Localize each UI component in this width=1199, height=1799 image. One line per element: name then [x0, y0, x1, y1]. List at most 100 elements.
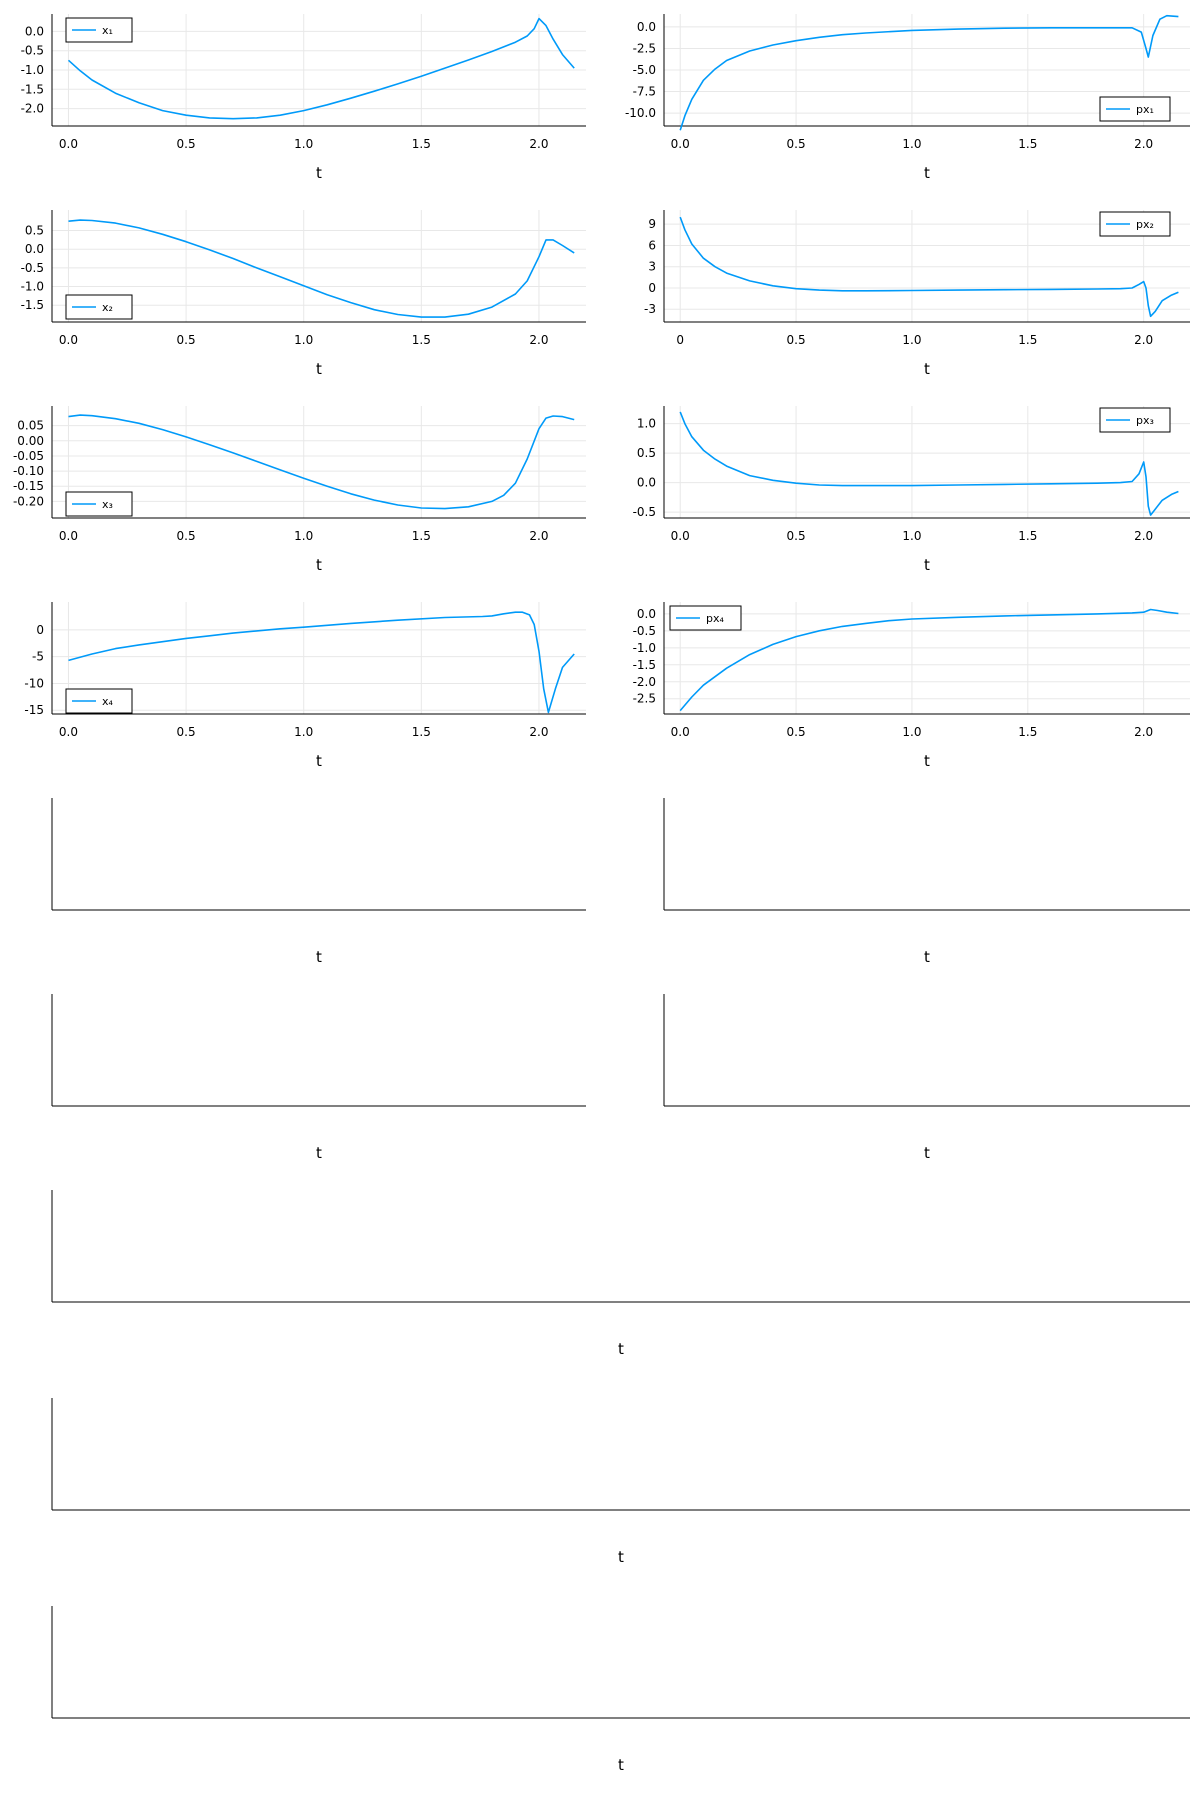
x-axis-label: t [618, 1548, 624, 1566]
series-line [679, 411, 1179, 516]
series-line [68, 414, 575, 510]
y-tick-label: -0.5 [633, 505, 656, 519]
y-tick-label: -2.5 [633, 692, 656, 706]
series-line [68, 611, 575, 714]
x-axis-label: t [618, 1756, 624, 1774]
y-tick-label: 0.0 [637, 476, 656, 490]
x-tick-label: 2.0 [529, 725, 548, 739]
x-tick-label: 2.0 [529, 137, 548, 151]
y-tick-label: -0.5 [21, 44, 44, 58]
y-tick-label: -1.0 [21, 63, 44, 77]
x-tick-label: 1.0 [902, 529, 921, 543]
legend-label: x₃ [102, 498, 113, 511]
legend: px₂ [1099, 211, 1171, 237]
y-tick-label: -0.5 [21, 261, 44, 275]
x-tick-label: 2.0 [1134, 137, 1153, 151]
y-tick-label: -0.5 [633, 624, 656, 638]
y-tick-label: 0.00 [17, 434, 44, 448]
y-tick-label: -0.10 [13, 464, 44, 478]
x-tick-label: 1.0 [294, 529, 313, 543]
x-tick-label: 0.0 [59, 137, 78, 151]
x-tick-label: 2.0 [529, 333, 548, 347]
x-tick-label: 0.0 [59, 333, 78, 347]
x-tick-label: 2.0 [1134, 725, 1153, 739]
y-tick-label: -15 [24, 703, 44, 717]
y-tick-label: 3 [648, 260, 656, 274]
x-axis-label: t [316, 164, 322, 182]
legend: x₂ [65, 294, 133, 320]
y-tick-label: -2.0 [633, 675, 656, 689]
x-axis-label: t [924, 164, 930, 182]
subplot-9: t [51, 798, 586, 966]
y-tick-label: -10 [24, 676, 44, 690]
y-tick-label: -0.15 [13, 479, 44, 493]
legend: px₃ [1099, 407, 1171, 433]
x-tick-label: 0.0 [671, 137, 690, 151]
x-axis-label: t [924, 1144, 930, 1162]
legend-label: px₂ [1136, 218, 1154, 231]
x-tick-label: 0.5 [177, 137, 196, 151]
x-tick-label: 1.5 [412, 137, 431, 151]
x-tick-label: 2.0 [1134, 529, 1153, 543]
subplot-10: t [663, 798, 1190, 966]
x-tick-label: 0.5 [177, 529, 196, 543]
y-tick-label: -5.0 [633, 63, 656, 77]
subplot-11: t [51, 994, 586, 1162]
y-tick-label: 0.05 [17, 419, 44, 433]
x-tick-label: 0 [676, 333, 684, 347]
y-tick-label: 0 [648, 281, 656, 295]
y-tick-label: -1.5 [633, 658, 656, 672]
x-tick-label: 2.0 [1134, 333, 1153, 347]
legend: px₁ [1099, 96, 1171, 122]
x-tick-label: 1.5 [1018, 333, 1037, 347]
x-axis-label: t [924, 360, 930, 378]
y-tick-label: 0.0 [25, 242, 44, 256]
series-line [679, 608, 1179, 712]
y-tick-label: -0.05 [13, 449, 44, 463]
x-tick-label: 1.5 [1018, 137, 1037, 151]
x-axis-label: t [316, 948, 322, 966]
y-tick-label: -2.5 [633, 41, 656, 55]
series-line [679, 216, 1179, 318]
x-tick-label: 1.0 [902, 725, 921, 739]
legend-label: px₄ [706, 612, 724, 625]
y-tick-label: -7.5 [633, 85, 656, 99]
subplot-15: t [51, 1606, 1190, 1774]
x-tick-label: 1.0 [294, 333, 313, 347]
legend: x₁ [65, 17, 133, 43]
y-tick-label: -0.20 [13, 494, 44, 508]
y-tick-label: 0.0 [637, 607, 656, 621]
x-tick-label: 0.5 [177, 725, 196, 739]
y-tick-label: -1.5 [21, 298, 44, 312]
x-axis-label: t [924, 752, 930, 770]
y-tick-label: 0 [36, 623, 44, 637]
x-tick-label: 0.5 [177, 333, 196, 347]
x-tick-label: 0.0 [59, 725, 78, 739]
x-axis-label: t [316, 556, 322, 574]
x-tick-label: 0.5 [787, 137, 806, 151]
x-tick-label: 1.5 [412, 333, 431, 347]
subplot-13: t [51, 1190, 1190, 1358]
x-tick-label: 1.5 [412, 529, 431, 543]
y-tick-label: -1.0 [633, 641, 656, 655]
x-axis-label: t [316, 1144, 322, 1162]
x-axis-label: t [316, 752, 322, 770]
x-tick-label: 1.0 [294, 137, 313, 151]
x-tick-label: 1.0 [294, 725, 313, 739]
series-line [68, 219, 575, 318]
y-tick-label: 6 [648, 238, 656, 252]
legend-label: px₁ [1136, 103, 1154, 116]
y-tick-label: 0.0 [637, 20, 656, 34]
legend: x₄ [65, 688, 133, 714]
x-tick-label: 1.0 [902, 137, 921, 151]
x-tick-label: 1.5 [1018, 529, 1037, 543]
y-tick-label: -1.0 [21, 280, 44, 294]
